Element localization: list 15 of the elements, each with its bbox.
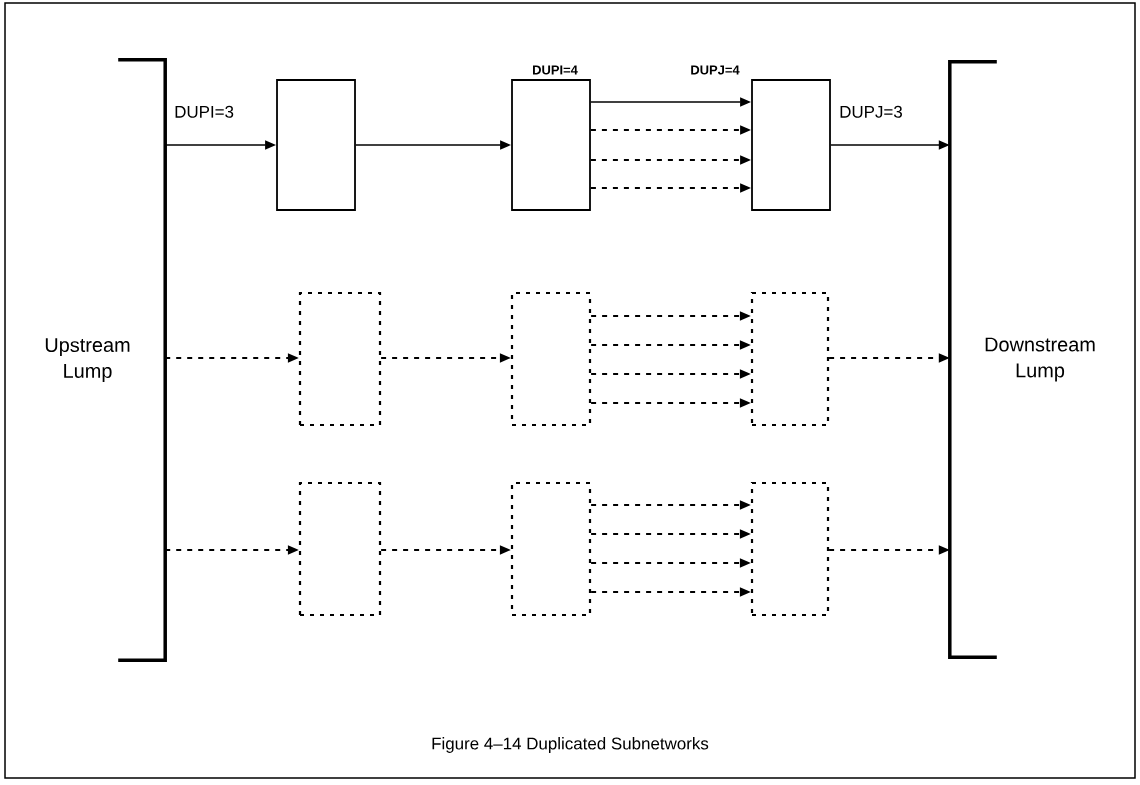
dashed-box [510,291,592,427]
process-box [276,79,356,211]
process-box [751,79,831,211]
multiplicity-label: DUPJ=4 [691,65,740,75]
dashed-box [298,291,382,427]
dashed-box [750,481,830,617]
dashed-box [510,481,592,617]
dashed-box [298,481,382,617]
bracket: Downstream Lump [948,60,1095,659]
edge-label: DUPJ=3 [838,104,904,119]
bracket: Upstream Lump [45,58,167,662]
dashed-box [750,291,830,427]
process-box [511,79,591,211]
caption: Figure 4–14 Duplicated Subnetworks [432,737,709,753]
edge-label: DUPI=3 [173,104,235,119]
